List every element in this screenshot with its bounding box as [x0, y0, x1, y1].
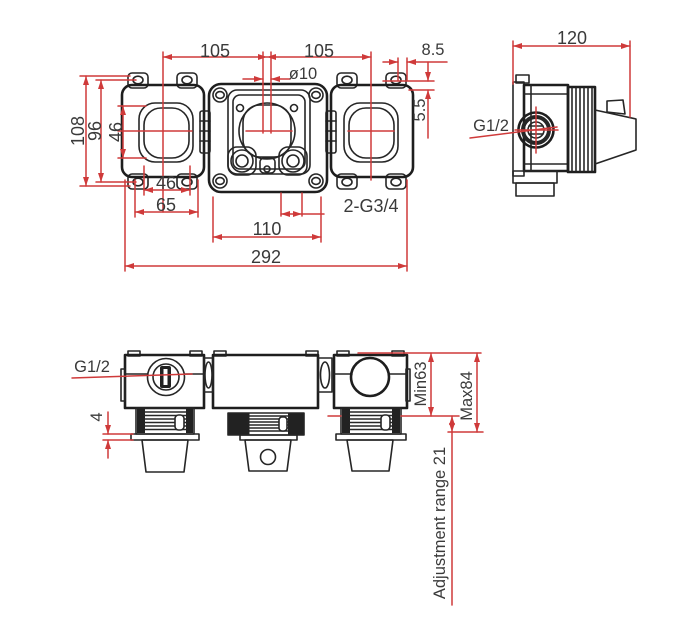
label-2-g34: 2-G3/4	[343, 196, 398, 216]
bottom-right-unit	[332, 350, 411, 472]
dim-46-horizontal: 46	[156, 173, 176, 193]
dim-8-5: 8.5	[422, 41, 445, 59]
unit-connectors	[199, 110, 337, 154]
dim-110: 110	[253, 219, 282, 239]
bottom-center-unit	[203, 350, 333, 472]
dim-292: 292	[251, 247, 281, 267]
bottom-view-geometry	[120, 350, 411, 473]
dim-96: 96	[85, 121, 105, 141]
dim-105-left: 105	[200, 41, 230, 61]
side-view-dimensions	[469, 40, 631, 154]
label-adjustment-range: Adjustment range 21	[431, 447, 449, 599]
bottom-view-dimensions	[71, 352, 484, 606]
dim-65: 65	[156, 195, 176, 215]
dim-105-right: 105	[304, 41, 334, 61]
dim-46-vertical: 46	[106, 122, 126, 142]
label-min63: Min63	[412, 362, 430, 407]
side-view-geometry	[512, 74, 637, 197]
label-g12-bottom: G1/2	[74, 358, 110, 376]
dim-4: 4	[88, 412, 106, 421]
front-view-dimensions	[79, 51, 448, 272]
dim-120: 120	[557, 28, 587, 48]
bottom-left-unit	[120, 350, 206, 473]
label-g12-side: G1/2	[473, 117, 509, 135]
dim-108: 108	[68, 116, 88, 146]
dimension-labels: 105 105 8.5 ø10 5.5 108 96 46 46 65 2-G3…	[68, 28, 587, 599]
front-center-unit	[207, 82, 329, 194]
dim-5-5: 5.5	[411, 99, 429, 122]
dim-dia10: ø10	[289, 65, 317, 83]
label-max84: Max84	[458, 371, 476, 421]
